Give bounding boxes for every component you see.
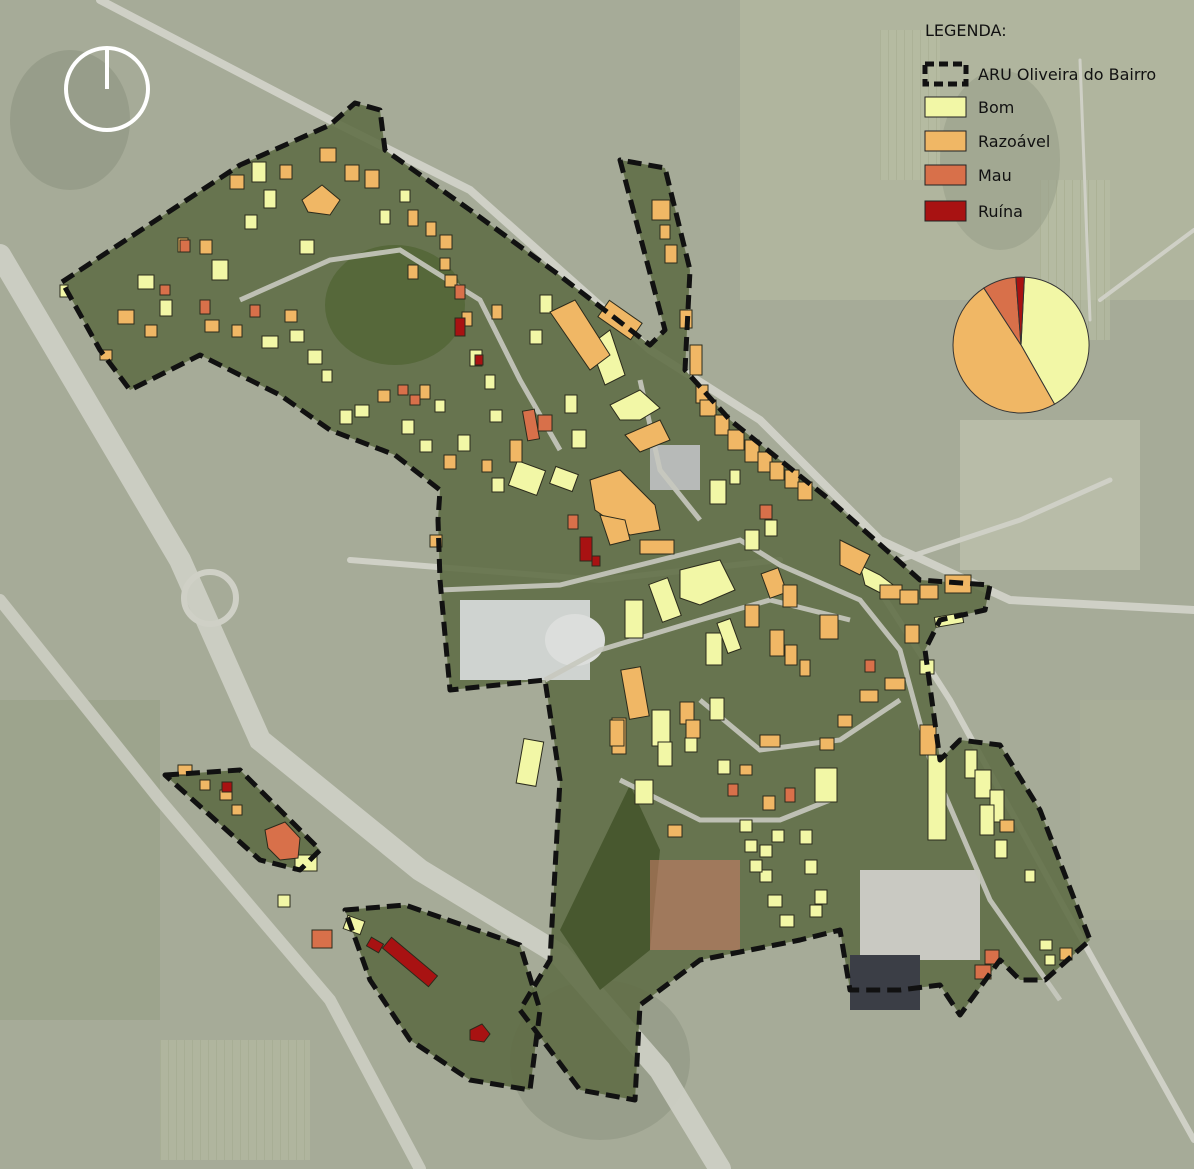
legend-label-razoavel: Razoável (978, 132, 1050, 151)
legend-title: LEGENDA: (925, 21, 1007, 40)
buildings-bom (59, 161, 1056, 966)
legend-label-mau: Mau (978, 166, 1012, 185)
legend-label-ruina: Ruína (978, 202, 1023, 221)
buildings-ruina (221, 317, 601, 1043)
legend-label-boundary: ARU Oliveira do Bairro (978, 65, 1156, 84)
condition-pie-chart (952, 276, 1090, 414)
legend-swatch-boundary (922, 61, 969, 87)
pie-slice-bom (1020, 276, 1090, 405)
legend-swatch-ruina (924, 200, 967, 222)
pie-slice-ruina (1015, 276, 1025, 346)
aru-boundary (59, 100, 1093, 1103)
legend: LEGENDA: ARU Oliveira do Bairro Bom Razo… (922, 21, 1156, 222)
pie-slice-razoavel (952, 287, 1056, 414)
north-arrow-icon (64, 46, 150, 132)
legend-swatch-bom (924, 96, 967, 118)
legend-label-bom: Bom (978, 98, 1014, 117)
legend-swatch-mau (924, 164, 967, 186)
buildings-mau (159, 239, 1000, 980)
buildings-razoavel (99, 147, 1073, 961)
legend-swatch-razoavel (924, 130, 967, 152)
